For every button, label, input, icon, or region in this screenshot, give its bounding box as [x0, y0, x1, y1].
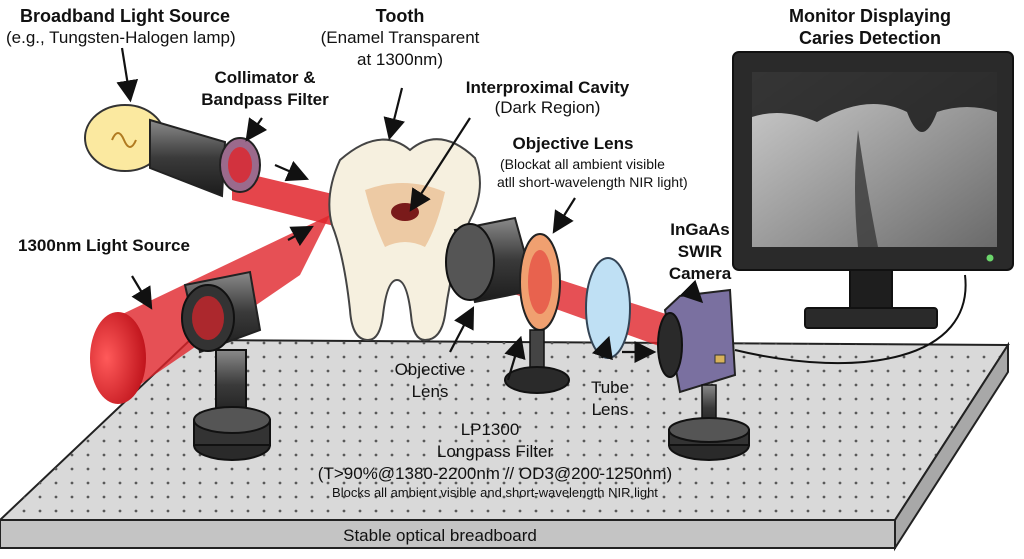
- ingaas-camera: [657, 274, 967, 461]
- camera-label-line1: InGaAs: [670, 220, 730, 239]
- broadband-lamp: [84, 104, 261, 198]
- pointer-arrows: [116, 47, 704, 381]
- objective-lens-assembly: [445, 216, 570, 394]
- monitor-title-line2: Caries Detection: [798, 28, 942, 48]
- nir-light-source: [181, 270, 271, 461]
- monitor-title-line1: Monitor Displaying: [789, 6, 951, 26]
- monitor: [732, 51, 1014, 329]
- broadband-beam: [232, 170, 358, 230]
- objective-top-desc-line2: atll short-wavelength NIR light): [497, 174, 688, 190]
- interproximal-cavity: [391, 203, 419, 221]
- objective-top-desc-line1: (Blockat all ambient visible: [500, 156, 665, 172]
- tube-lens-line2: Lens: [591, 400, 629, 419]
- objective-bottom-line2: Lens: [411, 382, 449, 401]
- tooth-desc-line1: (Enamel Transparent: [320, 28, 480, 47]
- lp-filter-note: Blocks all ambient visible and short-wav…: [332, 485, 658, 500]
- tooth: [328, 138, 481, 342]
- collimator-housing: [149, 118, 227, 198]
- lp-filter-spec: (T>90%@1380-2200nm // OD3@200-1250nm): [317, 464, 673, 483]
- beam-spot: [90, 312, 146, 404]
- cavity-title: Interproximal Cavity: [465, 78, 630, 97]
- optical-breadboard: [0, 338, 1010, 552]
- objective-bottom-line1: Objective: [394, 360, 466, 379]
- breadboard-label: Stable optical breadboard: [343, 526, 537, 545]
- lp-filter-line2: Longpass Filter: [436, 442, 554, 461]
- camera-label-line2: SWIR: [677, 242, 723, 261]
- collimator-label-line1: Collimator &: [214, 68, 316, 87]
- objective-top-title: Objective Lens: [512, 134, 634, 153]
- camera-cable: [734, 274, 967, 365]
- cavity-subtitle: (Dark Region): [494, 98, 601, 117]
- tooth-title: Tooth: [375, 6, 425, 26]
- broadband-source-title: Broadband Light Source: [20, 6, 231, 26]
- camera-label-line3: Camera: [668, 264, 732, 283]
- collimator-label-line2: Bandpass Filter: [201, 90, 329, 109]
- nir-source-label: 1300nm Light Source: [18, 236, 190, 255]
- lp-filter-line1: LP1300: [460, 420, 520, 439]
- tooth-desc-line2: at 1300nm): [357, 50, 443, 69]
- broadband-source-subtitle: (e.g., Tungsten-Halogen lamp): [6, 28, 236, 47]
- power-led: [986, 254, 994, 262]
- tube-lens-line1: Tube: [590, 378, 630, 397]
